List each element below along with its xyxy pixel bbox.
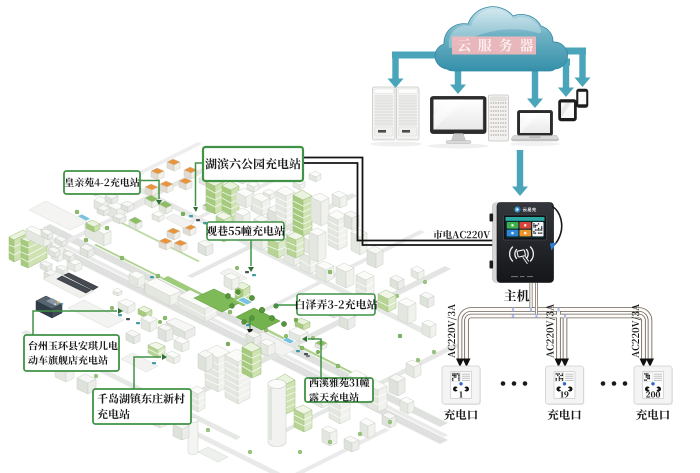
server-rack-icon <box>372 86 420 141</box>
rfid-contactless-icon <box>508 246 535 264</box>
callout-layer <box>23 145 378 425</box>
host-charging-controller <box>489 202 563 283</box>
devices-layer <box>370 86 589 149</box>
pipes-layer <box>447 283 654 368</box>
mains-voltage-label <box>433 230 491 240</box>
branch-voltage-label <box>631 303 641 358</box>
station-callout-baizenong <box>295 293 378 316</box>
charging-socket <box>441 365 481 405</box>
station-callout-hubin <box>201 145 305 183</box>
charging-socket <box>545 365 585 405</box>
charging-socket <box>633 365 673 405</box>
device-reflections <box>370 141 560 149</box>
laptop-icon <box>510 110 560 142</box>
cloud-label-band <box>452 36 536 55</box>
sockets-layer <box>441 365 673 421</box>
station-callout-taizhou <box>23 334 120 372</box>
station-callout-xixi <box>304 377 374 403</box>
charging-port-label <box>444 409 478 421</box>
power-line-layer <box>303 156 494 246</box>
tower-server-icon <box>488 94 509 142</box>
city-map-illustration <box>8 142 460 473</box>
tablet-icon <box>558 99 577 122</box>
ellipsis-dots <box>500 381 628 386</box>
host-label <box>503 289 530 302</box>
mains-power-lines <box>303 156 494 246</box>
station-callout-huangqinyuan <box>63 170 141 195</box>
charging-port-label <box>636 409 670 421</box>
host-layer <box>489 202 563 302</box>
distribution-pipes <box>457 283 653 362</box>
smartphone-icon <box>576 88 589 108</box>
station-connectors <box>32 162 322 390</box>
charging-port-label <box>547 409 581 421</box>
cloud-layer <box>387 6 591 196</box>
desktop-monitor-icon <box>430 96 487 144</box>
station-callout-qiandaohu <box>92 388 192 425</box>
branch-voltage-label <box>546 303 556 358</box>
station-callout-guanxiang <box>206 221 285 241</box>
